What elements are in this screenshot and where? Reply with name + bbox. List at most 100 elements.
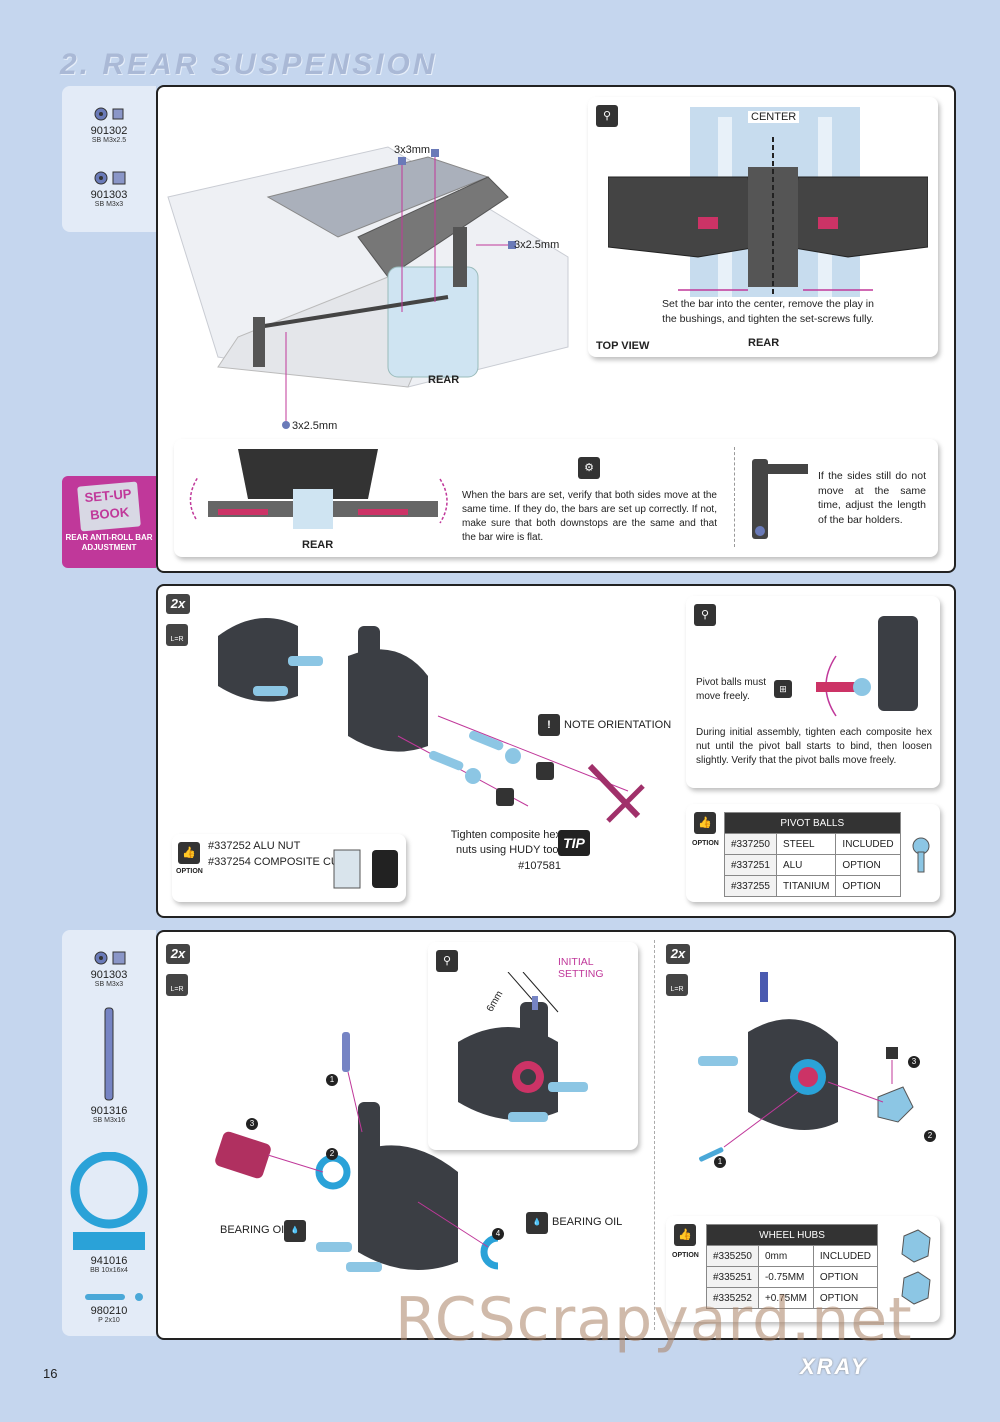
option-label: OPTION: [692, 840, 719, 847]
detail-pivot-card: ⚲ Pivot balls must move freely. ⊞ During…: [686, 596, 940, 788]
callout-1: 1: [326, 1074, 338, 1086]
part-item: 941016 BB 10x16x4: [62, 1151, 156, 1274]
divider: [734, 447, 735, 547]
wheel-hub-icon: [901, 1229, 931, 1305]
callout-1: 1: [714, 1156, 726, 1168]
option-nut-card: 👍 OPTION #337252 ALU NUT #337254 COMPOSI…: [172, 834, 406, 902]
pin-icon: [85, 1293, 143, 1301]
step-2x-badge: 2x: [666, 944, 690, 964]
screw-long-icon: [104, 1007, 114, 1101]
screw-icon: [94, 171, 126, 185]
tip-badge: TIP: [558, 830, 590, 856]
callout-2: 2: [924, 1130, 936, 1142]
pivot-balls-instructions: During initial assembly, tighten each co…: [696, 727, 932, 766]
part-item: 901316 SB M3x16: [62, 1006, 156, 1124]
nut-cup-illustration: [333, 849, 398, 889]
thumbs-up-icon: 👍: [694, 812, 716, 834]
warning-icon: !: [538, 714, 560, 736]
initial-setting-label: INITIAL SETTING: [558, 956, 604, 980]
pivot-ball-detail-illustration: [816, 616, 918, 717]
thumbs-up-icon: 👍: [674, 1224, 696, 1246]
magnifier-detail-icon: ⚲: [694, 604, 716, 626]
watermark: RCScrapyard.net: [395, 1285, 913, 1355]
adjust-icon: ⊞: [774, 680, 792, 698]
hub-installed-illustration: [698, 972, 914, 1162]
center-label: CENTER: [748, 111, 800, 123]
magnifier-detail-icon: ⚲: [436, 950, 458, 972]
bar-holder-illustration: [752, 459, 808, 539]
screw-icon: [94, 951, 126, 965]
verification-text: When the bars are set, verify that both …: [462, 490, 717, 543]
page-title: 2. REAR SUSPENSION: [60, 48, 438, 81]
screw-icon: [94, 107, 124, 121]
detail-top-view-card: ⚲ CENTER Set the bar into the center, re…: [588, 97, 938, 357]
divider: [654, 940, 655, 1330]
label-3x2.5mm-bottom: 3x2.5mm: [292, 420, 338, 432]
callout-3: 3: [908, 1056, 920, 1068]
part-item: 901303 SB M3x3: [62, 950, 156, 988]
side-instruction-text: If the sides still do not move at the sa…: [818, 470, 926, 527]
callout-4: 4: [492, 1228, 504, 1240]
page-number: 16: [43, 1366, 58, 1381]
table-title: WHEEL HUBS: [705, 1224, 879, 1246]
rear-assembly-illustration: [189, 449, 448, 529]
option-label: OPTION: [672, 1252, 699, 1259]
initial-setting-illustration: [458, 972, 588, 1122]
setup-book-caption: REAR ANTI-ROLL BAR ADJUSTMENT: [65, 533, 153, 552]
table-title: PIVOT BALLS: [724, 812, 901, 834]
step-2x-badge: 2x: [166, 594, 190, 614]
oil-icon: 💧: [526, 1212, 548, 1234]
label-3x2.5mm-right: 3x2.5mm: [514, 239, 560, 251]
part-item: 980210 P 2x10: [62, 1292, 156, 1324]
detail-initial-setting-card: ⚲ INITIAL SETTING 6mm: [428, 942, 638, 1150]
top-view-label: TOP VIEW: [596, 340, 650, 352]
pivot-balls-note: Pivot balls must move freely.: [696, 677, 767, 702]
part-item: 901303 SB M3x3: [62, 170, 156, 208]
option-line-1: #337252 ALU NUT: [208, 840, 301, 852]
bearing-oil-label-left: BEARING OIL: [220, 1224, 291, 1236]
note-orientation-label: NOTE ORIENTATION: [564, 719, 672, 731]
label-3x3mm: 3x3mm: [394, 144, 431, 156]
thumbs-up-icon: 👍: [178, 842, 200, 864]
tip-text: Tighten composite hex nuts using HUDY to…: [450, 829, 561, 872]
rear-chassis-illustration: [167, 146, 569, 429]
panel-rear-hub-assembly: 2x L=R 1 2 3 4 BEARING OIL 💧 💧 BEARING O…: [156, 930, 956, 1340]
part-item: 901302 SB M3x2.5: [62, 106, 156, 144]
pivot-ball-icon: [912, 837, 930, 873]
left-right-icon: L=R: [166, 974, 188, 996]
rear-label-bottom: REAR: [302, 539, 334, 551]
left-right-icon: L=R: [166, 624, 188, 646]
detail-instruction: Set the bar into the center, remove the …: [662, 298, 874, 325]
option-label: OPTION: [176, 868, 203, 875]
rear-label-detail: REAR: [748, 337, 780, 349]
panel-pivot-balls: 2x L=R ! NOTE ORIENTATION Tighten compos…: [156, 584, 956, 918]
callout-3: 3: [246, 1118, 258, 1130]
magnifier-detail-icon: ⚲: [596, 105, 618, 127]
carrier-pivot-ball-illustration: [218, 618, 645, 823]
brand-logo: XRAY: [800, 1354, 868, 1379]
wrench-icon: ⚙: [578, 457, 600, 479]
panel-rear-anti-roll-bar: 3x3mm 3x2.5mm 3x2.5mm REAR ⚲ CENTER Set …: [156, 85, 956, 573]
bearing-oil-label-right: BEARING OIL: [552, 1216, 623, 1228]
callout-2: 2: [326, 1148, 338, 1160]
oil-icon: 💧: [284, 1220, 306, 1242]
top-view-illustration: [608, 107, 928, 297]
rear-label: REAR: [428, 374, 460, 386]
step-2x-badge: 2x: [166, 944, 190, 964]
option-line-2: #337254 COMPOSITE CUP: [208, 856, 347, 868]
parts-box-top: 901302 SB M3x2.5 901303 SB M3x3: [62, 86, 156, 232]
left-right-icon: L=R: [666, 974, 688, 996]
hub-carrier-exploded-illustration: [215, 1032, 498, 1272]
verification-card: REAR ⚙ When the bars are set, verify tha…: [174, 439, 938, 557]
